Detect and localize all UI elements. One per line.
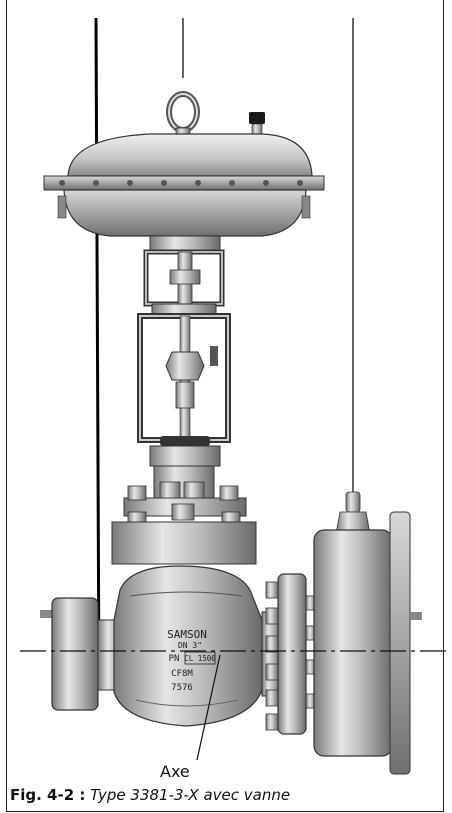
inlet-flange: [40, 597, 127, 711]
code-marking: 7576: [171, 683, 193, 693]
axis-leader-line: [196, 654, 221, 761]
figure-caption: Fig. 4-2 : Type 3381-3-X avec vanne: [10, 786, 290, 804]
figure-number: Fig. 4-2 :: [10, 786, 86, 804]
mating-flange: [313, 491, 422, 775]
dn-marking: DN 3": [178, 641, 202, 650]
brand-marking: SAMSON: [167, 628, 207, 641]
axis-annotation: Axe: [160, 762, 190, 781]
figure-frame: [6, 0, 444, 812]
pn-marking: PN: [169, 654, 180, 664]
vent-plug: [249, 112, 265, 137]
valve-bonnet: [111, 445, 257, 565]
eye-bolt: [166, 91, 200, 141]
lifting-line-left: [94, 17, 101, 691]
actuator-yoke-upper: [143, 235, 225, 307]
body-markings: SAMSON DN 3" PN CL 1500 CF8M 7576: [167, 628, 216, 693]
material-marking: CF8M: [171, 669, 193, 679]
outlet-flange: [261, 573, 317, 735]
valve-yoke: [137, 303, 231, 446]
figure-caption-text: Type 3381-3-X avec vanne: [90, 786, 291, 804]
valve-body: [113, 565, 263, 727]
actuator-casing: [43, 133, 325, 237]
class-marking: CL 1500: [184, 654, 216, 663]
